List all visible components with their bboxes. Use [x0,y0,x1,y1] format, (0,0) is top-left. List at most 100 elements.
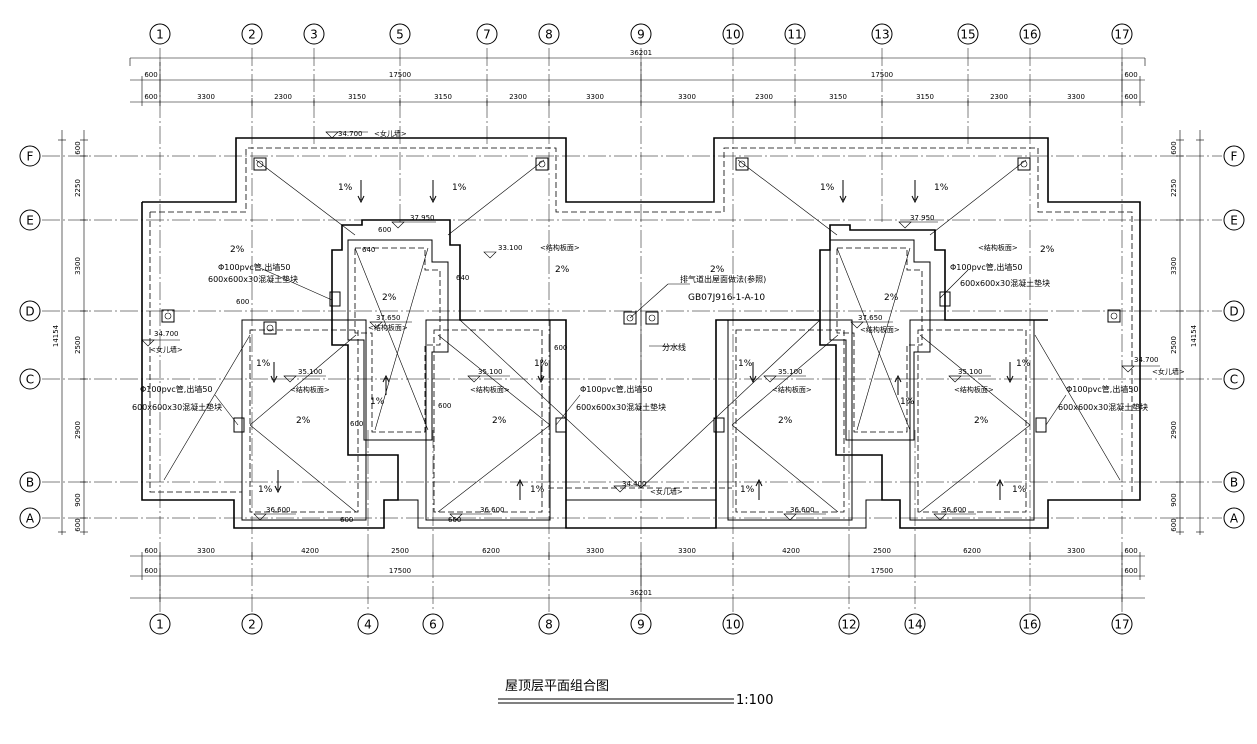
svg-text:11: 11 [787,28,802,42]
svg-text:A: A [26,512,35,526]
svg-text:2300: 2300 [990,93,1008,101]
axis-bubble-top-5: 5 [389,23,411,45]
svg-text:600: 600 [1124,93,1137,101]
axis-bubble-top-2: 2 [241,23,263,45]
svg-text:17500: 17500 [389,567,411,575]
svg-text:2%: 2% [710,265,725,275]
svg-text:37.650: 37.650 [858,314,883,322]
svg-text:600: 600 [1124,547,1137,555]
svg-text:分水线: 分水线 [662,342,686,352]
svg-text:36.600: 36.600 [790,506,815,514]
svg-text:1%: 1% [530,485,545,495]
axis-bubble-left-B: B [19,471,41,493]
svg-text:<结构板面>: <结构板面> [470,385,510,394]
axis-bubble-right-B: B [1223,471,1245,493]
elevation-labels: 34.700 <女儿墙> 37.950 33.100 <结构板面> 37.650… [150,129,1185,514]
svg-text:6200: 6200 [963,547,981,555]
note-labels: Φ100pvc管,出墙50 600x600x30混凝土垫块 Φ100pvc管,出… [132,262,1148,412]
svg-text:35.100: 35.100 [778,368,803,376]
svg-text:2500: 2500 [1170,336,1178,354]
svg-text:3300: 3300 [197,547,215,555]
svg-text:36.600: 36.600 [942,506,967,514]
svg-text:2250: 2250 [74,179,82,197]
svg-text:<结构板面>: <结构板面> [954,385,994,394]
elevation-marks [141,131,1160,521]
svg-text:<结构板面>: <结构板面> [540,243,580,252]
drawing-title: 屋顶层平面组合图 [505,679,609,694]
svg-text:2%: 2% [230,245,245,255]
svg-text:1%: 1% [258,485,273,495]
svg-text:2300: 2300 [274,93,292,101]
svg-text:2%: 2% [1040,245,1055,255]
svg-text:34.700: 34.700 [1134,356,1159,364]
svg-text:17: 17 [1114,28,1129,42]
ridge-lines [163,159,1121,513]
svg-text:3150: 3150 [916,93,934,101]
axis-bubble-right-C: C [1223,368,1245,390]
svg-text:2: 2 [248,28,256,42]
svg-text:1%: 1% [1012,485,1027,495]
axis-bubble-left-E: E [19,209,41,231]
axis-bubble-bottom-9: 9 [630,613,652,635]
axis-bubble-top-11: 11 [784,23,806,45]
svg-text:10: 10 [725,28,740,42]
svg-text:2500: 2500 [74,336,82,354]
svg-text:<结构板面>: <结构板面> [860,325,900,334]
svg-text:600: 600 [236,298,249,306]
axis-bubble-top-16: 16 [1019,23,1041,45]
axis-bubble-top-13: 13 [871,23,893,45]
svg-text:1%: 1% [740,485,755,495]
svg-text:2%: 2% [778,416,793,426]
svg-text:<女儿墙>: <女儿墙> [374,129,407,138]
svg-text:F: F [1231,150,1238,164]
axis-bubble-left-A: A [19,507,41,529]
svg-text:17500: 17500 [871,567,893,575]
axis-bubble-bottom-16: 16 [1019,613,1041,635]
svg-text:35.100: 35.100 [958,368,983,376]
svg-text:GB07J916-1-A-10: GB07J916-1-A-10 [688,293,765,303]
svg-text:8: 8 [545,28,553,42]
svg-text:17500: 17500 [389,71,411,79]
svg-text:<女儿墙>: <女儿墙> [150,345,183,354]
svg-text:34.700: 34.700 [154,330,179,338]
svg-text:E: E [26,214,34,228]
axis-bubble-bottom-12: 12 [838,613,860,635]
svg-text:3150: 3150 [348,93,366,101]
svg-text:<女儿墙>: <女儿墙> [1152,367,1185,376]
svg-text:2300: 2300 [509,93,527,101]
svg-text:2900: 2900 [74,421,82,439]
svg-text:12: 12 [841,618,856,632]
svg-text:2500: 2500 [391,547,409,555]
svg-text:3: 3 [310,28,318,42]
svg-text:2250: 2250 [1170,179,1178,197]
svg-text:640: 640 [362,246,375,254]
slope-labels: 1% 1% 1% 1% 2% 2% 2% 2% 2% 2% 2% 2% 2% 2… [230,183,1055,495]
svg-text:600: 600 [144,93,157,101]
svg-text:600: 600 [448,516,461,524]
svg-text:16: 16 [1022,618,1037,632]
svg-text:3300: 3300 [678,93,696,101]
svg-text:6200: 6200 [482,547,500,555]
axis-bubble-bottom-17: 17 [1111,613,1133,635]
svg-text:C: C [1230,373,1238,387]
svg-text:4200: 4200 [782,547,800,555]
svg-text:1%: 1% [900,397,915,407]
axis-bubble-right-F: F [1223,145,1245,167]
svg-text:D: D [1229,305,1238,319]
svg-text:Φ100pvc管,出墙50: Φ100pvc管,出墙50 [218,262,291,272]
svg-text:36201: 36201 [630,49,652,57]
svg-text:600x600x30混凝土垫块: 600x600x30混凝土垫块 [576,402,666,412]
svg-text:3300: 3300 [74,257,82,275]
axis-bubble-bottom-2: 2 [241,613,263,635]
svg-text:600: 600 [74,141,82,154]
axis-bubble-bottom-10: 10 [722,613,744,635]
svg-text:2: 2 [248,618,256,632]
svg-text:600: 600 [378,226,391,234]
svg-text:1%: 1% [256,359,271,369]
svg-text:F: F [27,150,34,164]
axis-bubble-top-9: 9 [630,23,652,45]
dimension-text-top: 36201 600 17500 17500 600 600 3300 2300 … [144,49,1137,101]
axis-bubble-right-A: A [1223,507,1245,529]
svg-text:2%: 2% [555,265,570,275]
